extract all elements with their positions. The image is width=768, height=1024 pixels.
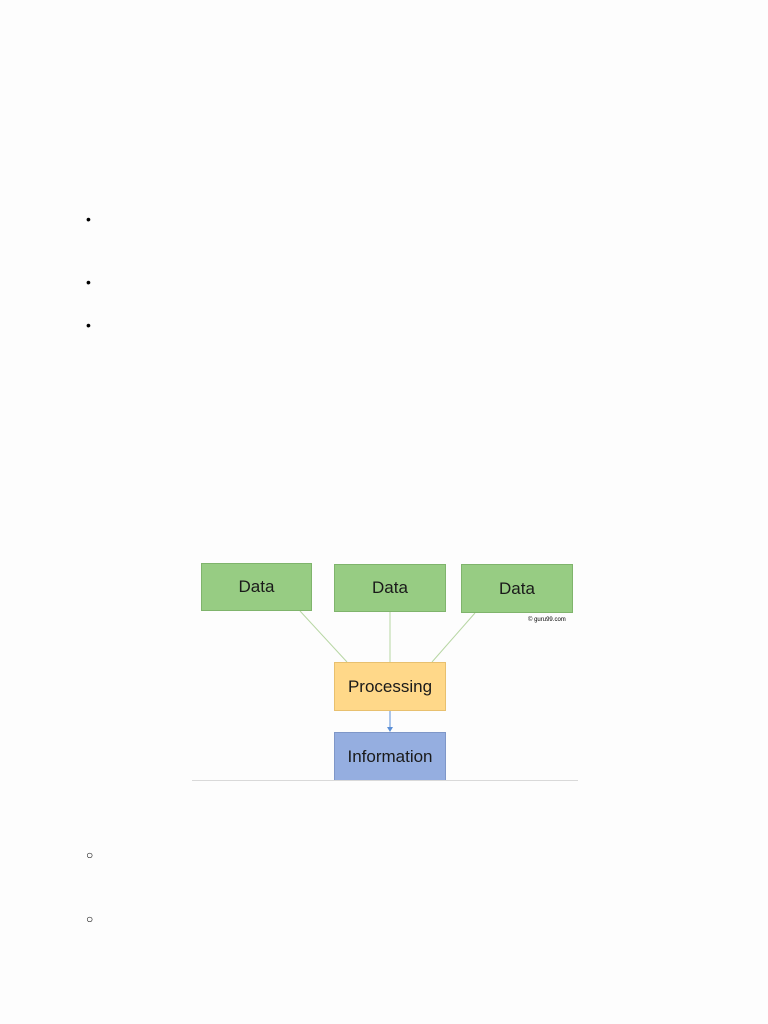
figure-divider — [192, 780, 578, 781]
bullet-marker: • — [86, 317, 91, 333]
diagram-connectors — [299, 610, 476, 732]
data-box-2: Data — [334, 564, 446, 612]
data-box-3: Data — [461, 564, 573, 613]
bullet-marker: • — [86, 211, 91, 227]
sub-bullet-marker: ○ — [86, 848, 94, 862]
sub-bullet-marker: ○ — [86, 912, 94, 926]
connector-line-left — [299, 610, 348, 663]
arrow-head — [387, 727, 393, 732]
data-box-1: Data — [201, 563, 312, 611]
connector-line-right — [431, 612, 476, 663]
information-box: Information — [334, 732, 446, 781]
bullet-marker: • — [86, 274, 91, 290]
processing-box: Processing — [334, 662, 446, 711]
data-processing-diagram: Data Data Data © guru99.com Processing I… — [192, 555, 578, 781]
copyright-credit: © guru99.com — [528, 617, 566, 623]
